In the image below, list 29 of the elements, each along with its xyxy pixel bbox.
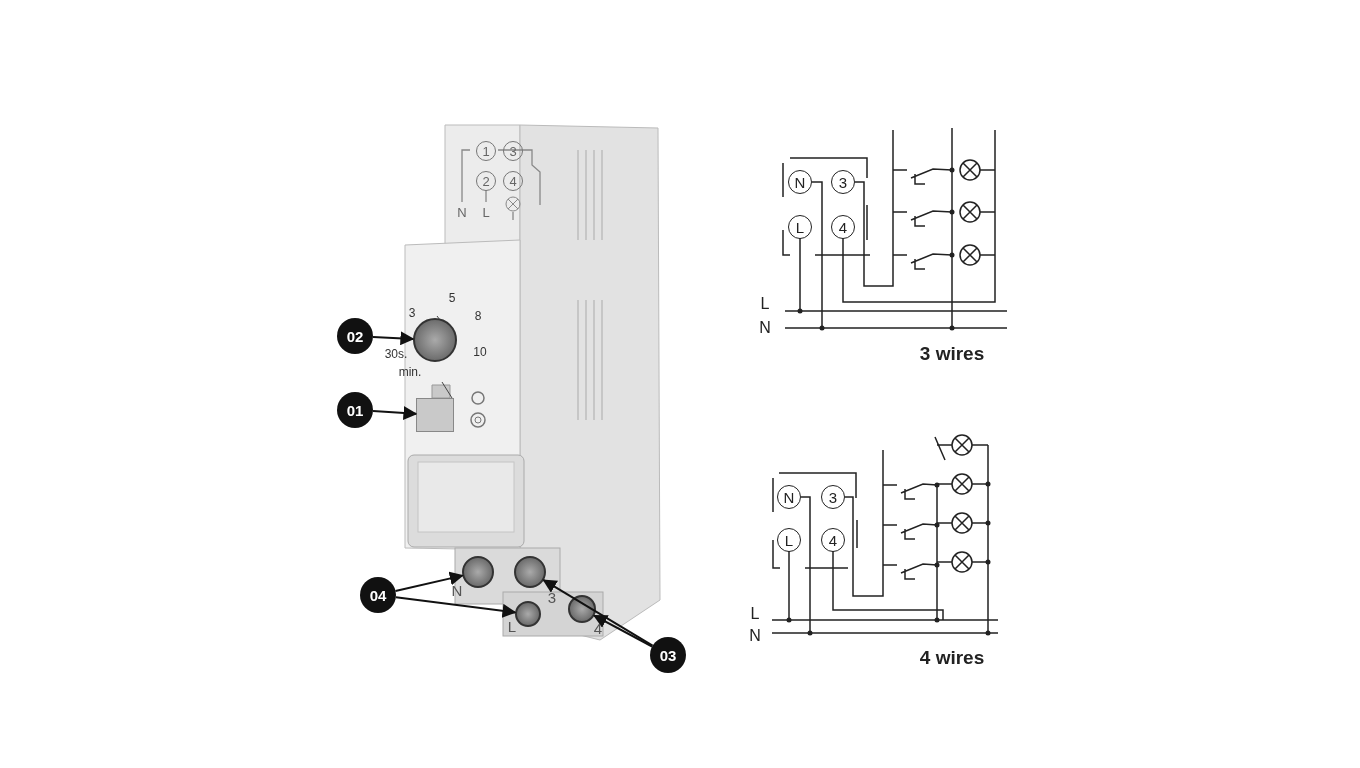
dial-mark: 5	[448, 292, 456, 304]
line-label: L	[750, 606, 760, 622]
terminal-label: L	[482, 205, 490, 219]
dial-mark: 30s.	[384, 348, 408, 360]
leader-line	[372, 406, 418, 420]
terminal-label: N	[457, 205, 467, 219]
leader-line	[593, 614, 654, 648]
dial-mark: 3	[408, 307, 416, 319]
dial-mark: min.	[398, 366, 422, 378]
switch-lever	[416, 398, 454, 432]
diagram-caption: 4 wires	[919, 647, 985, 667]
line-label: N	[759, 320, 771, 336]
line-label: L	[760, 296, 770, 312]
leader-line	[542, 579, 654, 647]
callout-number: 04	[360, 577, 396, 613]
leader-line	[394, 596, 517, 618]
dial-mark: 8	[474, 310, 482, 322]
terminal-label: N	[451, 582, 463, 598]
terminal-label: 4	[593, 620, 603, 636]
terminal-label: L	[507, 618, 517, 634]
callout-number: 03	[650, 637, 686, 673]
leader-line	[394, 571, 464, 592]
diagram-caption: 3 wires	[919, 343, 985, 363]
leader-line	[372, 331, 415, 346]
terminal-label: 3	[547, 589, 557, 605]
dial-mark: 10	[473, 346, 487, 358]
callout-number: 01	[337, 392, 373, 428]
line-label: N	[749, 628, 761, 644]
callout-number: 02	[337, 318, 373, 354]
